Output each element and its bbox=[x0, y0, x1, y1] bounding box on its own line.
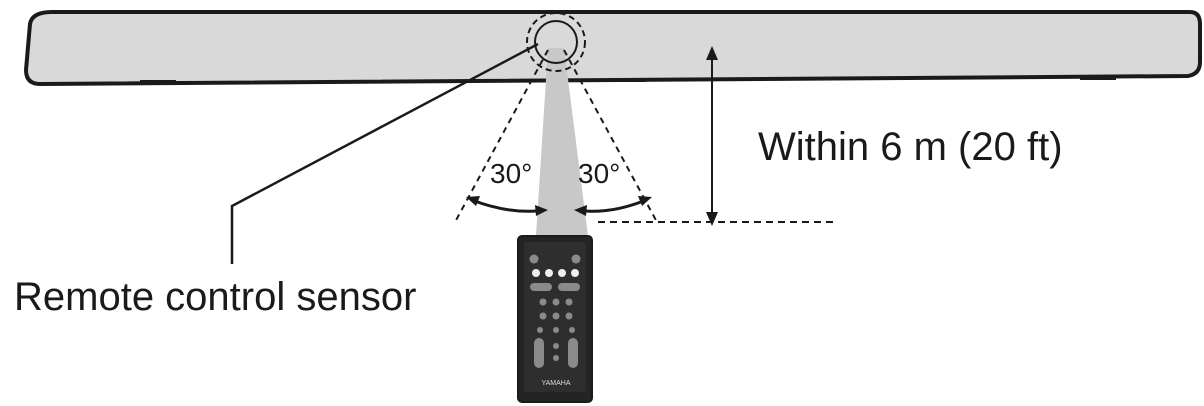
sound-bar-body bbox=[23, 10, 1202, 87]
remote-pill-button-right bbox=[558, 283, 580, 291]
left-arc-arrow-inner bbox=[535, 205, 548, 216]
sensor-label: Remote control sensor bbox=[14, 275, 416, 319]
remote-power-button bbox=[529, 254, 539, 264]
remote-volume-rocker bbox=[534, 338, 544, 368]
remote-center-button-2 bbox=[553, 355, 559, 361]
sensor-inner-circle bbox=[534, 20, 578, 64]
angle-label-right: 30° bbox=[578, 158, 620, 189]
remote-mid-button-6 bbox=[565, 312, 573, 320]
remote-center-button-1 bbox=[553, 343, 559, 349]
remote-small-button-2 bbox=[553, 327, 559, 333]
angle-arrowheads bbox=[466, 196, 652, 216]
remote-buttons bbox=[529, 254, 581, 368]
ir-beam-cone bbox=[536, 48, 588, 236]
remote-control: YAMAHA bbox=[517, 235, 593, 403]
sensor-leader-line bbox=[230, 42, 539, 264]
remote-input-button bbox=[571, 254, 581, 264]
right-arc-arrow-outer bbox=[638, 196, 652, 206]
sound-bar-foot-left bbox=[140, 80, 176, 84]
left-arc-arrow-outer bbox=[466, 196, 480, 206]
remote-mid-button-5 bbox=[552, 312, 560, 320]
sound-bar-foot-right bbox=[1080, 76, 1116, 80]
right-arc-arrow-inner bbox=[574, 205, 587, 216]
remote-white-button-4 bbox=[571, 269, 579, 277]
sensor-outer-circle bbox=[526, 12, 586, 72]
distance-arrow-top bbox=[706, 46, 718, 60]
remote-mid-button-2 bbox=[552, 298, 560, 306]
remote-small-button-3 bbox=[569, 327, 575, 333]
angle-label-left: 30° bbox=[490, 158, 532, 189]
sound-bar bbox=[23, 10, 1202, 87]
distance-label: Within 6 m (20 ft) bbox=[758, 125, 1063, 169]
remote-mid-button-4 bbox=[539, 312, 547, 320]
remote-sensor-marker bbox=[526, 12, 586, 72]
remote-white-button-1 bbox=[532, 269, 540, 277]
right-angle-arc bbox=[585, 198, 647, 213]
remote-pill-button-left bbox=[530, 283, 552, 291]
remote-mid-button-1 bbox=[539, 298, 547, 306]
left-angle-arc bbox=[471, 198, 537, 213]
remote-mid-button-3 bbox=[565, 298, 573, 306]
remote-white-button-2 bbox=[545, 269, 553, 277]
sound-bar-foot-center bbox=[610, 78, 646, 82]
remote-small-button-1 bbox=[537, 327, 543, 333]
distance-arrow-bottom bbox=[706, 212, 718, 226]
remote-brand-logo: YAMAHA bbox=[541, 380, 570, 387]
remote-white-button-3 bbox=[558, 269, 566, 277]
remote-subwoofer-rocker bbox=[568, 338, 578, 368]
